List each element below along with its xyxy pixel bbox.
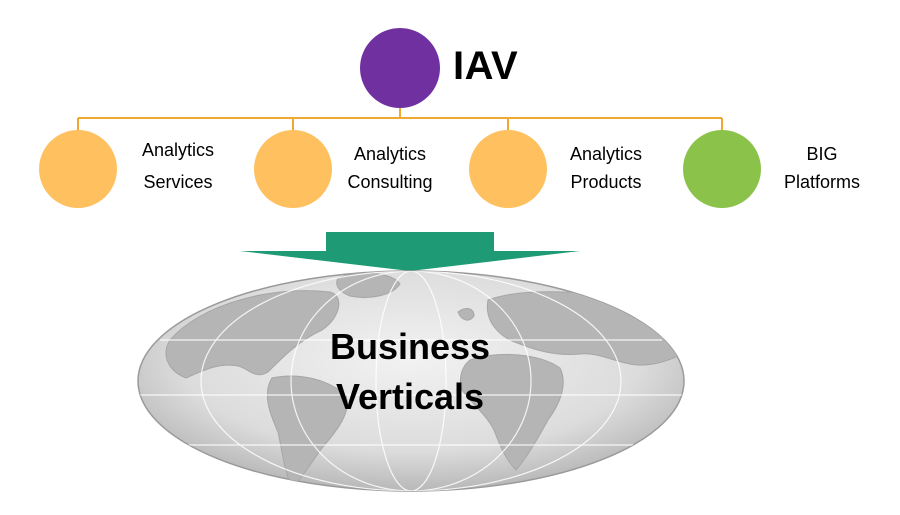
child-label-line1: Analytics — [569, 144, 643, 164]
gridline-meridian — [290, 271, 532, 491]
down-arrow-shape — [240, 232, 580, 271]
landmass-uk — [457, 308, 475, 321]
child-node-circle-consulting — [254, 130, 332, 208]
child-node-label-products: Analytics Products — [553, 140, 659, 196]
landmass-south-america — [266, 375, 348, 489]
child-label-line2: Platforms — [783, 172, 861, 192]
child-node-circle-services — [39, 130, 117, 208]
business-verticals-line1: Business — [330, 326, 491, 367]
child-label-line1: Analytics — [353, 144, 427, 164]
child-node-label-services: Analytics Services — [126, 136, 230, 196]
gridline-meridian — [375, 271, 447, 491]
globe-landmasses — [165, 272, 684, 489]
child-label-line2: Products — [570, 172, 642, 192]
landmass-africa — [459, 353, 564, 471]
root-node-label: IAV — [453, 44, 519, 88]
child-label-line1: Analytics — [141, 140, 215, 160]
landmass-north-america — [165, 290, 340, 379]
child-node-circle-platforms — [683, 130, 761, 208]
gridline-meridian — [200, 271, 622, 491]
child-node-label-platforms: BIG Platforms — [772, 140, 872, 196]
globe-gridlines — [138, 271, 684, 491]
child-node-circle-products — [469, 130, 547, 208]
business-verticals-title: Business Verticals — [330, 322, 490, 422]
child-node-label-consulting: Analytics Consulting — [335, 140, 445, 196]
business-verticals-line2: Verticals — [335, 376, 485, 417]
child-label-line1: BIG — [806, 144, 838, 164]
child-label-line2: Consulting — [347, 172, 433, 192]
child-label-line2: Services — [143, 172, 213, 192]
root-node-circle — [360, 28, 440, 108]
